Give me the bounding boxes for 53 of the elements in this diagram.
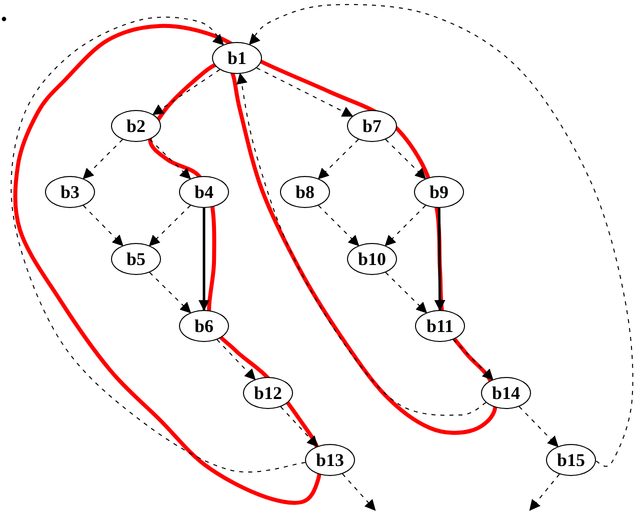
dashed-arrow	[342, 473, 376, 511]
node-ellipse	[111, 110, 161, 142]
dashed-arrow	[256, 67, 354, 117]
dashed-arrow	[148, 204, 191, 246]
dashed-arrow	[149, 272, 192, 314]
dashed-arrow	[452, 339, 494, 380]
node-label: b4	[194, 183, 214, 201]
node-label: b2	[126, 117, 146, 135]
dashed-arrow	[216, 339, 256, 380]
dashed-arrow	[82, 138, 124, 180]
dashed-arrow	[198, 208, 210, 312]
dashed-arrow	[318, 204, 360, 246]
node-ellipse	[481, 377, 531, 409]
dashed-arrow	[318, 138, 359, 180]
node-label: b15	[556, 451, 585, 469]
dashed-arrow	[152, 69, 220, 116]
node-label: b1	[227, 49, 246, 67]
node-label: b9	[429, 183, 448, 201]
dashed-arrow	[529, 474, 560, 511]
node-ellipse	[280, 176, 330, 208]
node-label: b11	[426, 317, 454, 335]
dashed-arrow	[434, 208, 446, 312]
node-ellipse	[347, 110, 397, 142]
node-label: b13	[316, 451, 344, 469]
dashed-arrow	[82, 205, 124, 246]
node-label: b8	[295, 183, 314, 201]
node-ellipse	[243, 377, 293, 409]
node-ellipse	[179, 310, 229, 342]
node-label: b5	[126, 250, 146, 268]
node-ellipse	[546, 444, 596, 476]
node-ellipse	[347, 243, 397, 275]
dashed-arrow	[236, 72, 486, 416]
node-label: b7	[362, 117, 382, 135]
node-label: b12	[254, 384, 282, 402]
node-ellipse	[111, 243, 161, 275]
dashed-arrow	[149, 138, 192, 180]
node-ellipse	[415, 310, 465, 342]
dashed-arrow	[385, 272, 428, 314]
dashed-arrow	[518, 406, 559, 448]
dashed-arrow	[248, 4, 634, 467]
dashed-arrow	[384, 204, 426, 246]
node-ellipse	[305, 444, 355, 476]
node-label: b6	[194, 317, 214, 335]
node-ellipse	[212, 42, 262, 74]
node-label: b10	[358, 250, 386, 268]
dashed-arrow	[10, 16, 306, 472]
node-label: b3	[60, 183, 80, 201]
dashed-arrow	[280, 406, 318, 448]
node-ellipse	[414, 176, 464, 208]
node-ellipse	[179, 176, 229, 208]
node-ellipse	[45, 176, 95, 208]
dashed-arrow	[385, 138, 426, 180]
node-label: b14	[492, 384, 520, 402]
